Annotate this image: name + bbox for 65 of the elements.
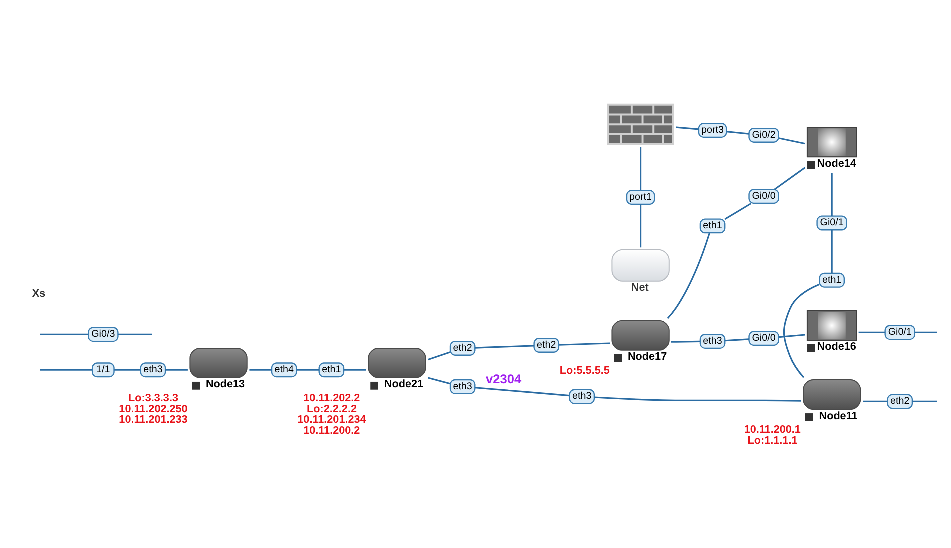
node-label: 10.11.202.250 — [119, 402, 188, 415]
connector — [40, 333, 88, 335]
node-label: Lo:5.5.5.5 — [560, 364, 610, 376]
node-label: 10.11.201.233 — [119, 414, 188, 426]
connector — [912, 400, 938, 402]
node-box: eth2 — [450, 340, 476, 356]
connector — [118, 333, 152, 335]
node-box: Gi0/3 — [88, 326, 119, 342]
node-box: Gi0/2 — [748, 127, 780, 142]
node-box: eth1 — [700, 218, 726, 234]
connector — [114, 368, 141, 370]
connector — [778, 137, 806, 144]
node-box: Gi0/1 — [816, 215, 848, 230]
node-label: Lo:3.3.3.3 — [128, 392, 179, 404]
connector — [667, 232, 710, 319]
node-box: eth3 — [140, 362, 166, 378]
node-box: eth1 — [819, 272, 845, 288]
node-box: eth3 — [569, 388, 596, 404]
connector — [166, 368, 188, 370]
node-box: eth2 — [534, 338, 560, 352]
node-label: Lo:1.1.1.1 — [748, 434, 798, 446]
node-box: eth2 — [887, 394, 914, 409]
connector — [778, 334, 806, 338]
connector — [724, 202, 752, 220]
connector — [296, 368, 320, 370]
node-label: 10.11.201.234 — [298, 414, 366, 426]
connector — [671, 340, 700, 342]
connector — [915, 331, 938, 333]
node-box: 1/1 — [92, 362, 115, 378]
label: Xs — [32, 287, 46, 300]
connector — [559, 342, 610, 346]
node-label: Lo:2.2.2.2 — [307, 402, 357, 415]
node-label: 10.11.202.2 — [304, 392, 360, 404]
connector — [594, 396, 802, 402]
node-box: Gi0/1 — [884, 324, 916, 340]
edge-label: v2304 — [486, 370, 522, 386]
connector — [831, 230, 833, 273]
connector — [640, 147, 642, 190]
connector — [344, 368, 366, 370]
node-box: eth3 — [450, 378, 476, 394]
connector — [676, 126, 699, 130]
connector — [725, 338, 750, 342]
connector — [726, 130, 750, 134]
connector — [831, 172, 833, 216]
connector — [774, 166, 806, 190]
node-box: eth1 — [318, 362, 345, 378]
node-box: eth3 — [700, 334, 726, 349]
connector — [858, 331, 886, 333]
node-label: 10.11.200.2 — [304, 424, 360, 437]
connector — [428, 351, 451, 360]
node-box: port3 — [698, 122, 728, 138]
node-label: Net — [631, 282, 649, 294]
connector — [475, 344, 534, 348]
connector — [475, 386, 570, 396]
node-box: Gi0/0 — [748, 188, 780, 204]
connector — [783, 283, 820, 378]
node-label: 10.11.200.1 — [744, 424, 801, 436]
connector — [40, 368, 92, 370]
connector — [863, 400, 888, 402]
node-box: port1 — [626, 190, 656, 205]
node-box: Gi0/0 — [748, 330, 780, 346]
connector — [428, 376, 450, 384]
connector — [250, 368, 272, 370]
node-box: eth4 — [271, 362, 298, 378]
connector — [640, 204, 642, 248]
